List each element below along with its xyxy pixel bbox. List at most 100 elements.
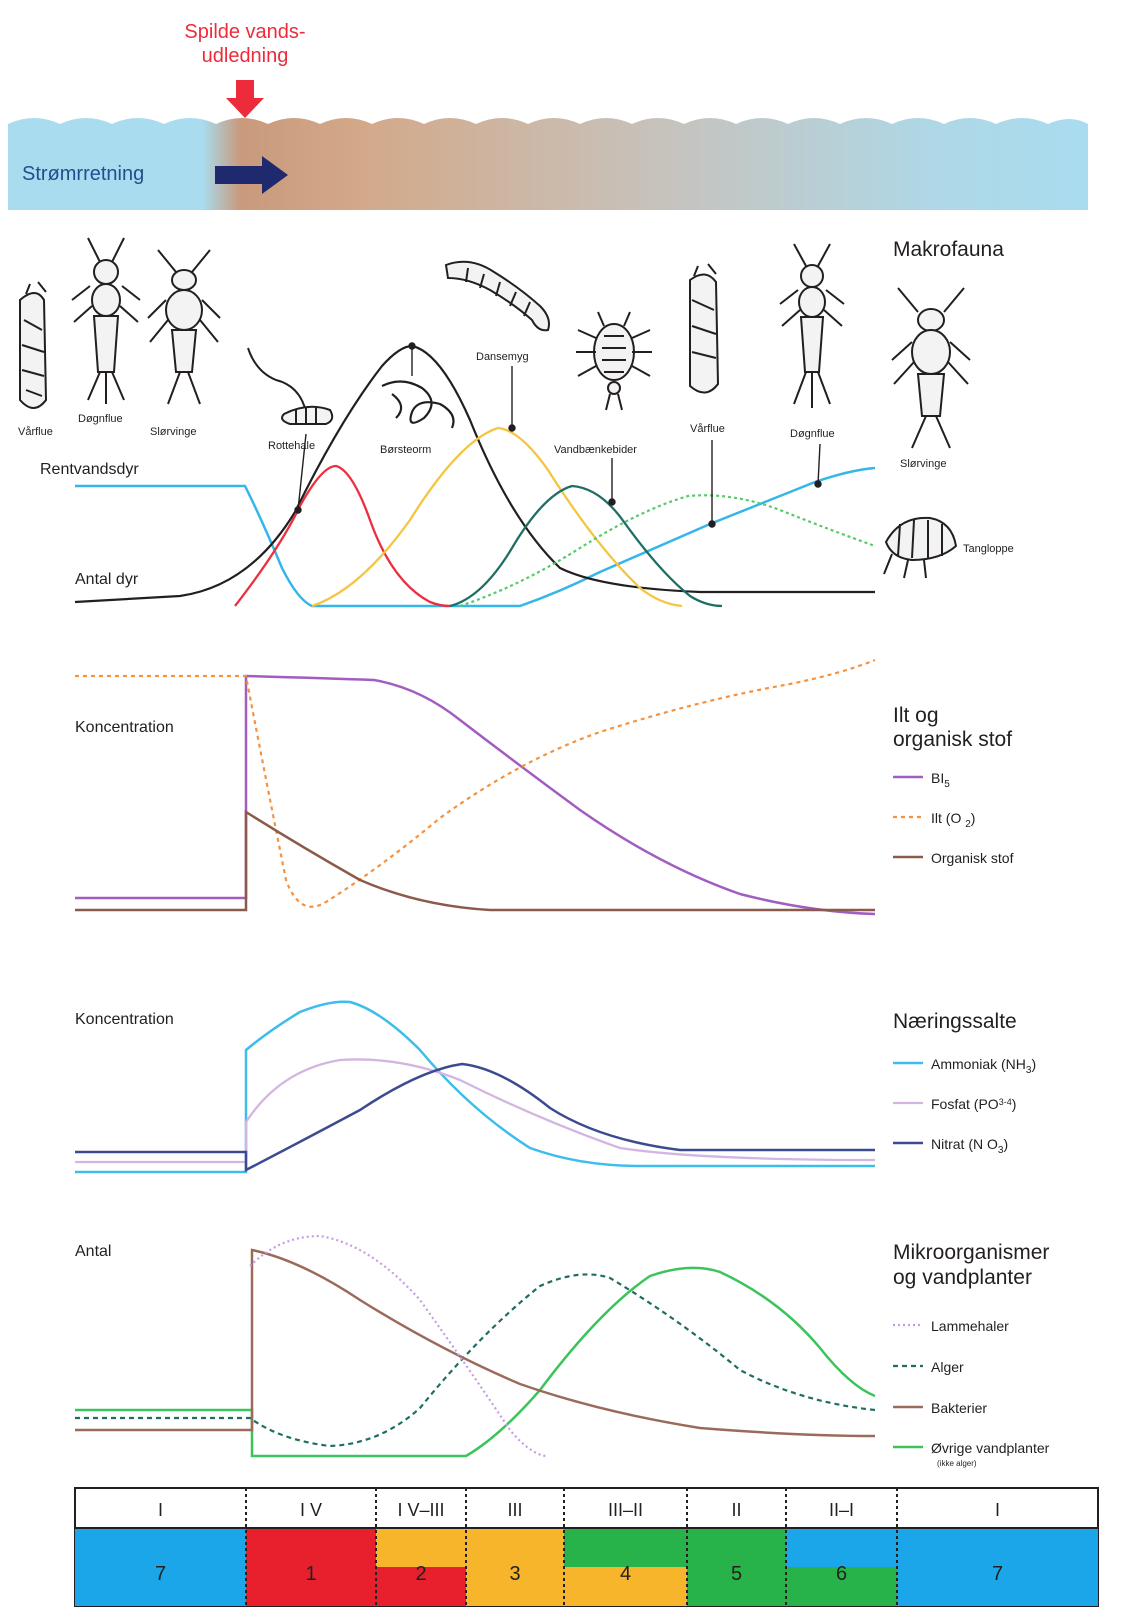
discharge-arrow-icon: [226, 80, 264, 118]
zone-class-label-2: 1: [305, 1563, 316, 1585]
macrofauna-panel: Makrofauna Rentvandsdyr Antal dyr Vårflu…: [18, 237, 1014, 608]
legend-plants-note: (ikke alger): [937, 1459, 977, 1468]
animal-label-mayfly-2: Døgnflue: [790, 428, 835, 440]
flow-direction-label: Strømrretning: [22, 163, 144, 185]
animal-label-midge: Dansemyg: [476, 351, 529, 363]
amphipod-curve: [459, 494, 876, 608]
nutrient-panel-legend: Ammoniak (NH3) Fosfat (PO3-4) Nitrat (N …: [893, 1056, 1036, 1156]
micro-panel-title-line2: og vandplanter: [893, 1266, 1032, 1289]
zone-saprobic-label-6: II: [731, 1500, 741, 1520]
discharge-label-line2: udledning: [202, 45, 289, 67]
animal-count-label: Antal dyr: [75, 571, 139, 588]
water-louse-icon: [576, 311, 652, 411]
legend-ammonia-label: Ammoniak (NH3): [931, 1056, 1036, 1076]
caddisfly-larva-icon-2: [689, 263, 720, 394]
zone-saprobic-label-4: III: [507, 1500, 522, 1520]
animal-pointers: [294, 342, 822, 528]
caddisfly-larva-icon: [19, 281, 48, 409]
nutrient-panel: Koncentration Næringssalte Ammoniak (NH3…: [75, 1000, 1036, 1174]
zone-saprobic-label-7: II–I: [829, 1500, 854, 1520]
zone-class-label-5: 4: [620, 1563, 631, 1585]
legend-organic-label: Organisk stof: [931, 850, 1014, 866]
bacteria-curve: [75, 1248, 876, 1438]
oxygen-panel-legend: BI5 Ilt (O 2) Organisk stof: [893, 770, 1014, 866]
zone-saprobic-label-1: I: [158, 1500, 163, 1520]
oxygen-panel-title-line1: Ilt og: [893, 704, 939, 727]
legend-bacteria-label: Bakterier: [931, 1400, 987, 1416]
legend-sludge-worm-label: Lammehaler: [931, 1318, 1009, 1334]
micro-panel-legend: Lammehaler Alger Bakterier Øvrige vandpl…: [893, 1318, 1050, 1468]
zone-class-cell-6: [687, 1528, 786, 1606]
animal-label-stonefly: Slørvinge: [150, 426, 196, 438]
animal-label-caddisfly-2: Vårflue: [690, 423, 725, 435]
animal-label-stonefly-2: Slørvinge: [900, 458, 946, 470]
zone-saprobic-label-3: I V–III: [397, 1500, 444, 1520]
bristle-worm-icon: [381, 380, 455, 429]
ammonia-curve: [75, 1000, 875, 1174]
zone-saprobic-label-5: III–II: [608, 1500, 643, 1520]
rat-tailed-curve: [234, 464, 451, 608]
sludge-worm-curve: [249, 1234, 547, 1458]
legend-oxygen-label: Ilt (O 2): [931, 810, 975, 830]
nutrient-panel-title: Næringssalte: [893, 1010, 1017, 1033]
zone-class-cell-2: [246, 1528, 376, 1606]
legend-plants-label: Øvrige vandplanter: [931, 1440, 1050, 1456]
zone-class-cell-8: [897, 1528, 1098, 1606]
animal-label-mayfly: Døgnflue: [78, 413, 123, 425]
macrofauna-title: Makrofauna: [893, 238, 1004, 261]
stonefly-nymph-icon-2: [891, 287, 971, 449]
mayfly-nymph-icon: [71, 237, 141, 404]
rat-tailed-maggot-icon: [247, 347, 334, 425]
legend-algae-label: Alger: [931, 1359, 964, 1375]
bod5-curve: [75, 674, 876, 916]
zone-class-label-1: 7: [155, 1563, 166, 1585]
flow-arrow-icon: [215, 156, 288, 194]
micro-panel-title-line1: Mikroorganismer: [893, 1241, 1049, 1264]
stonefly-nymph-icon: [147, 249, 221, 405]
river-header: Spilde vands- udledning Strømrretning: [8, 21, 1088, 210]
legend-nitrate-label: Nitrat (N O3): [931, 1136, 1008, 1156]
midge-larva-icon: [444, 260, 550, 332]
phosphate-curve: [75, 1058, 876, 1164]
water-louse-curve: [449, 484, 723, 608]
organic-matter-curve: [75, 809, 875, 912]
water-band: [8, 118, 1088, 210]
animal-label-amphipod: Tangloppe: [963, 543, 1014, 555]
oxygen-panel-ylabel: Koncentration: [75, 719, 174, 736]
zone-saprobic-label-8: I: [995, 1500, 1000, 1520]
animal-label-bristle-worm: Børsteorm: [380, 444, 431, 456]
zone-class-label-6: 5: [731, 1563, 742, 1585]
micro-panel: Antal Mikroorganismer og vandplanter Lam…: [75, 1234, 1050, 1468]
zone-class-label-3: 2: [415, 1563, 426, 1585]
zone-table: I 7 I V 1 I V–III 2 III 3 III–II 4 II 5 II–I 6 I 7: [74, 1487, 1099, 1607]
animal-label-caddisfly: Vårflue: [18, 426, 53, 438]
animal-label-rat-tailed: Rottehale: [268, 440, 315, 452]
aquatic-plants-curve: [75, 1266, 876, 1458]
zone-class-label-4: 3: [509, 1563, 520, 1585]
oxygen-panel-title-line2: organisk stof: [893, 728, 1012, 751]
zone-class-label-7: 6: [836, 1563, 847, 1585]
animal-count-curve: [74, 344, 875, 604]
animal-label-water-louse: Vandbænkebider: [554, 444, 637, 456]
zone-class-label-8: 7: [992, 1563, 1003, 1585]
clean-water-animals-curve: [75, 466, 876, 608]
oxygen-curve: [75, 658, 876, 908]
nutrient-panel-ylabel: Koncentration: [75, 1011, 174, 1028]
zone-transition-fill-3: [376, 1567, 466, 1606]
algae-curve: [75, 1273, 876, 1448]
zone-transition-fill-7: [786, 1567, 897, 1606]
midge-curve: [311, 426, 683, 608]
oxygen-panel: Koncentration Ilt og organisk stof BI5 I…: [75, 658, 1014, 916]
discharge-label-line1: Spilde vands-: [184, 21, 305, 43]
legend-phosphate-label: Fosfat (PO3-4): [931, 1096, 1016, 1112]
zone-transition-fill-5: [564, 1567, 687, 1606]
mayfly-nymph-icon-2: [779, 243, 845, 408]
zone-class-cell-4: [466, 1528, 564, 1606]
micro-panel-ylabel: Antal: [75, 1243, 111, 1260]
zone-saprobic-label-2: I V: [300, 1500, 322, 1520]
legend-bod5-label: BI5: [931, 770, 950, 790]
clean-water-animals-label: Rentvandsdyr: [40, 461, 139, 478]
nitrate-curve: [75, 1062, 875, 1173]
amphipod-icon: [883, 516, 958, 579]
